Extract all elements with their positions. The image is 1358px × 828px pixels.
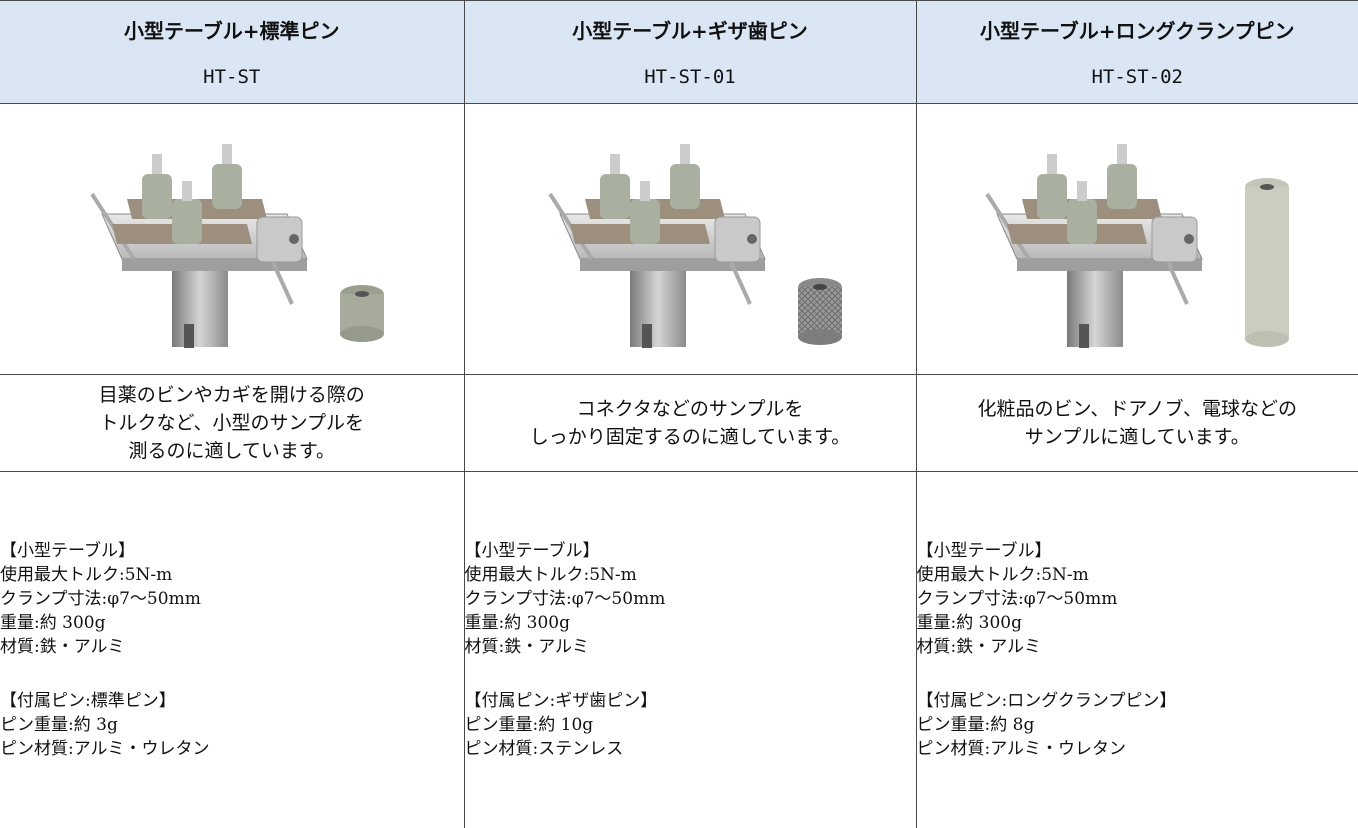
description-cell: 化粧品のビン、ドアノブ、電球などの サンプルに適しています。 (915, 374, 1358, 472)
pin-spec-heading: 【付属ピン:ロングクランプピン】 (916, 691, 1177, 711)
clamp-size: クランプ寸法:φ7～50mm (0, 589, 201, 609)
pin-spec-heading: 【付属ピン:標準ピン】 (0, 691, 176, 711)
pin-spec-heading: 【付属ピン:ギザ歯ピン】 (464, 691, 658, 711)
description-line: トルクなど、小型のサンプルを (99, 412, 364, 434)
pin-material: ピン材質:ステンレス (464, 739, 624, 759)
description-cell: コネクタなどのサンプルを しっかり固定するのに適しています。 (463, 374, 917, 472)
product-header: 小型テーブル+標準ピン HT-ST (0, 0, 465, 104)
small-table-with-long-clamp-pin-icon (985, 144, 1290, 348)
pin-weight: ピン重量:約 8g (916, 715, 1035, 735)
spec-cell: 【小型テーブル】 使用最大トルク:5N-m クランプ寸法:φ7～50mm 重量:… (463, 471, 917, 828)
small-table-with-serrated-pin-icon (548, 144, 842, 348)
product-image-cell (463, 103, 917, 375)
small-table-with-standard-pin-icon (90, 144, 384, 348)
max-torque: 使用最大トルク:5N-m (916, 565, 1089, 585)
product-header: 小型テーブル+ギザ歯ピン HT-ST-01 (463, 0, 917, 104)
description-line: 目薬のビンやカギを開ける際の (98, 384, 365, 406)
product-header: 小型テーブル+ロングクランプピン HT-ST-02 (915, 0, 1358, 104)
product-image-cell (0, 103, 465, 375)
table-weight: 重量:約 300g (916, 613, 1022, 633)
description-line: しっかり固定するのに適しています。 (529, 426, 851, 448)
pin-weight: ピン重量:約 10g (464, 715, 594, 735)
model-code: HT-ST (203, 66, 261, 88)
table-material: 材質:鉄・アルミ (0, 637, 125, 657)
pin-material: ピン材質:アルミ・ウレタン (0, 739, 210, 759)
spec-row: 【小型テーブル】 使用最大トルク:5N-m クランプ寸法:φ7～50mm 重量:… (0, 471, 1358, 828)
product-image-cell (915, 103, 1358, 375)
description-line: コネクタなどのサンプルを (576, 398, 804, 420)
product-name: 小型テーブル+ロングクランプピン (979, 19, 1295, 43)
description-row: 目薬のビンやカギを開ける際の トルクなど、小型のサンプルを 測るのに適しています… (0, 374, 1358, 472)
table-weight: 重量:約 300g (0, 613, 106, 633)
image-row (0, 103, 1358, 375)
max-torque: 使用最大トルク:5N-m (0, 565, 173, 585)
table-spec-heading: 【小型テーブル】 (0, 541, 135, 561)
product-name: 小型テーブル+標準ピン (123, 19, 340, 43)
clamp-size: クランプ寸法:φ7～50mm (916, 589, 1118, 609)
description-line: 測るのに適しています。 (128, 440, 336, 462)
pin-material: ピン材質:アルミ・ウレタン (916, 739, 1127, 759)
description-line: サンプルに適しています。 (1024, 426, 1250, 448)
clamp-size: クランプ寸法:φ7～50mm (464, 589, 666, 609)
model-code: HT-ST-01 (644, 66, 736, 88)
table-weight: 重量:約 300g (464, 613, 570, 633)
spec-cell: 【小型テーブル】 使用最大トルク:5N-m クランプ寸法:φ7～50mm 重量:… (0, 471, 465, 828)
table-material: 材質:鉄・アルミ (916, 637, 1042, 657)
table-material: 材質:鉄・アルミ (464, 637, 590, 657)
table-spec-heading: 【小型テーブル】 (916, 541, 1052, 561)
description-line: 化粧品のビン、ドアノブ、電球などの (977, 398, 1298, 420)
header-row: 小型テーブル+標準ピン HT-ST 小型テーブル+ギザ歯ピン HT-ST-01 … (0, 0, 1358, 104)
table-spec-heading: 【小型テーブル】 (464, 541, 600, 561)
max-torque: 使用最大トルク:5N-m (464, 565, 637, 585)
pin-weight: ピン重量:約 3g (0, 715, 118, 735)
spec-cell: 【小型テーブル】 使用最大トルク:5N-m クランプ寸法:φ7～50mm 重量:… (915, 471, 1358, 828)
product-name: 小型テーブル+ギザ歯ピン (572, 19, 808, 43)
description-cell: 目薬のビンやカギを開ける際の トルクなど、小型のサンプルを 測るのに適しています… (0, 374, 465, 472)
model-code: HT-ST-02 (1091, 66, 1183, 88)
